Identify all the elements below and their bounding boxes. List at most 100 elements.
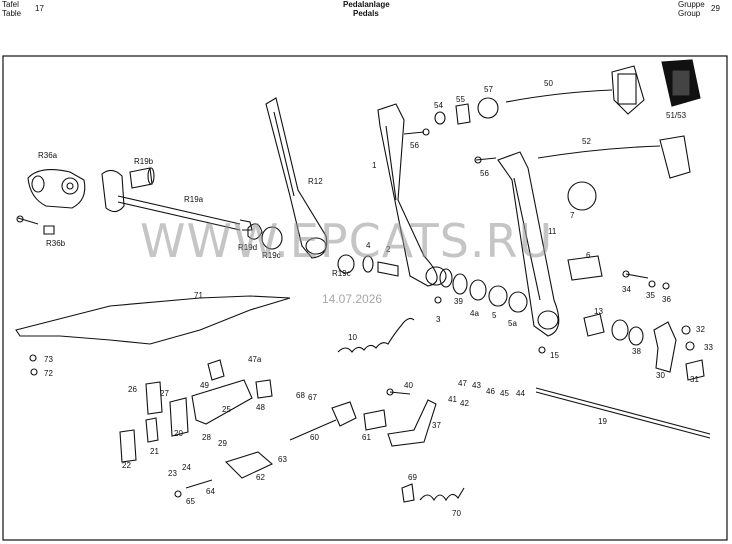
- watermark-date: 14.07.2026: [322, 292, 383, 306]
- nut-32: [681, 325, 691, 335]
- bushing-13: [583, 313, 605, 337]
- label-24: 24: [182, 463, 191, 472]
- ring-r19d: [247, 223, 263, 240]
- bushing-2: [377, 261, 399, 277]
- label-63: 63: [278, 455, 287, 464]
- part-labels: R36a R19b R19a R36b R12 R19d R19c R19c 1…: [38, 79, 713, 518]
- label-56-a: 56: [410, 141, 419, 150]
- rod-19: [535, 387, 711, 439]
- label-43: 43: [472, 381, 481, 390]
- label-73: 73: [44, 355, 53, 364]
- plate-27: [145, 381, 163, 415]
- label-23: 23: [168, 469, 177, 478]
- label-22: 22: [122, 461, 131, 470]
- lever-1: [377, 103, 447, 287]
- plate-20: [169, 397, 189, 437]
- nut-15: [538, 346, 546, 354]
- label-52: 52: [582, 137, 591, 146]
- nut-65: [174, 490, 182, 498]
- washer-4b: [611, 319, 629, 341]
- table-number: 17: [35, 4, 44, 13]
- nut-36: [662, 282, 670, 290]
- label-R12: R12: [308, 177, 323, 186]
- label-28: 28: [202, 433, 211, 442]
- label-36: 36: [662, 295, 671, 304]
- spring-10: [337, 317, 415, 353]
- label-56-b: 56: [480, 169, 489, 178]
- lever-11: [497, 151, 560, 337]
- label-32: 32: [696, 325, 705, 334]
- bolt-64: [185, 479, 213, 489]
- label-15: 15: [550, 351, 559, 360]
- label-1: 1: [372, 161, 377, 170]
- spring-70: [419, 487, 465, 502]
- lever-r12: [265, 97, 328, 259]
- bolt-33: [685, 341, 695, 351]
- bolt-r36b: [16, 215, 55, 235]
- label-4a: 4a: [470, 309, 479, 318]
- label-41: 41: [448, 395, 457, 404]
- label-34: 34: [622, 285, 631, 294]
- label-R36a: R36a: [38, 151, 58, 160]
- washers-row: [439, 268, 528, 313]
- label-27: 27: [160, 389, 169, 398]
- label-46: 46: [486, 387, 495, 396]
- label-72: 72: [44, 369, 53, 378]
- label-5a: 5a: [508, 319, 517, 328]
- bushing-r19b: [129, 167, 155, 189]
- bushing-55: [455, 103, 471, 125]
- label-3: 3: [436, 315, 441, 324]
- label-49: 49: [200, 381, 209, 390]
- label-40: 40: [404, 381, 413, 390]
- bushing-48: [255, 379, 273, 399]
- label-39: 39: [454, 297, 463, 306]
- bushing-6: [567, 255, 603, 281]
- rod-50: [505, 89, 613, 103]
- label-4: 4: [366, 241, 371, 250]
- label-60: 60: [310, 433, 319, 442]
- watermark: WWW.EPCATS.RU: [140, 214, 554, 268]
- nut-35: [648, 280, 656, 288]
- label-31: 31: [690, 375, 699, 384]
- label-71: 71: [194, 291, 203, 300]
- bolt-40: [386, 388, 411, 396]
- label-30: 30: [656, 371, 665, 380]
- label-20: 20: [174, 429, 183, 438]
- label-R19a: R19a: [184, 195, 204, 204]
- label-44: 44: [516, 389, 525, 398]
- bracket-30: [653, 321, 677, 373]
- label-65: 65: [186, 497, 195, 506]
- bushing-49: [207, 359, 225, 381]
- label-55: 55: [456, 95, 465, 104]
- title-de: Pedalanlage: [343, 0, 390, 9]
- label-6: 6: [586, 251, 591, 260]
- label-38: 38: [632, 347, 641, 356]
- title-en: Pedals: [353, 9, 379, 18]
- nut-3: [434, 296, 442, 304]
- ring-57: [477, 97, 499, 119]
- cap-7: [567, 181, 597, 211]
- bolt-56-b: [474, 156, 497, 164]
- bracket-25: [191, 379, 253, 425]
- label-29: 29: [218, 439, 227, 448]
- label-19: 19: [598, 417, 607, 426]
- label-51-53: 51/53: [666, 111, 687, 120]
- pedal-pad-50: [611, 65, 645, 115]
- label-26: 26: [128, 385, 137, 394]
- cover-71: [15, 295, 291, 345]
- lever-37: [387, 399, 437, 447]
- group-label-de: Gruppe: [678, 0, 705, 9]
- table-label-de: Tafel: [2, 0, 19, 9]
- label-70: 70: [452, 509, 461, 518]
- rod-52: [537, 145, 661, 159]
- label-62: 62: [256, 473, 265, 482]
- bracket-r36a: [27, 169, 86, 209]
- table-label-en: Table: [2, 9, 22, 18]
- shaft-r19a: [101, 169, 253, 231]
- group-label-en: Group: [678, 9, 701, 18]
- label-R36b: R36b: [46, 239, 66, 248]
- pedal-pad-51-53: [661, 59, 701, 107]
- label-11: 11: [548, 227, 557, 236]
- bushing-61: [363, 409, 387, 431]
